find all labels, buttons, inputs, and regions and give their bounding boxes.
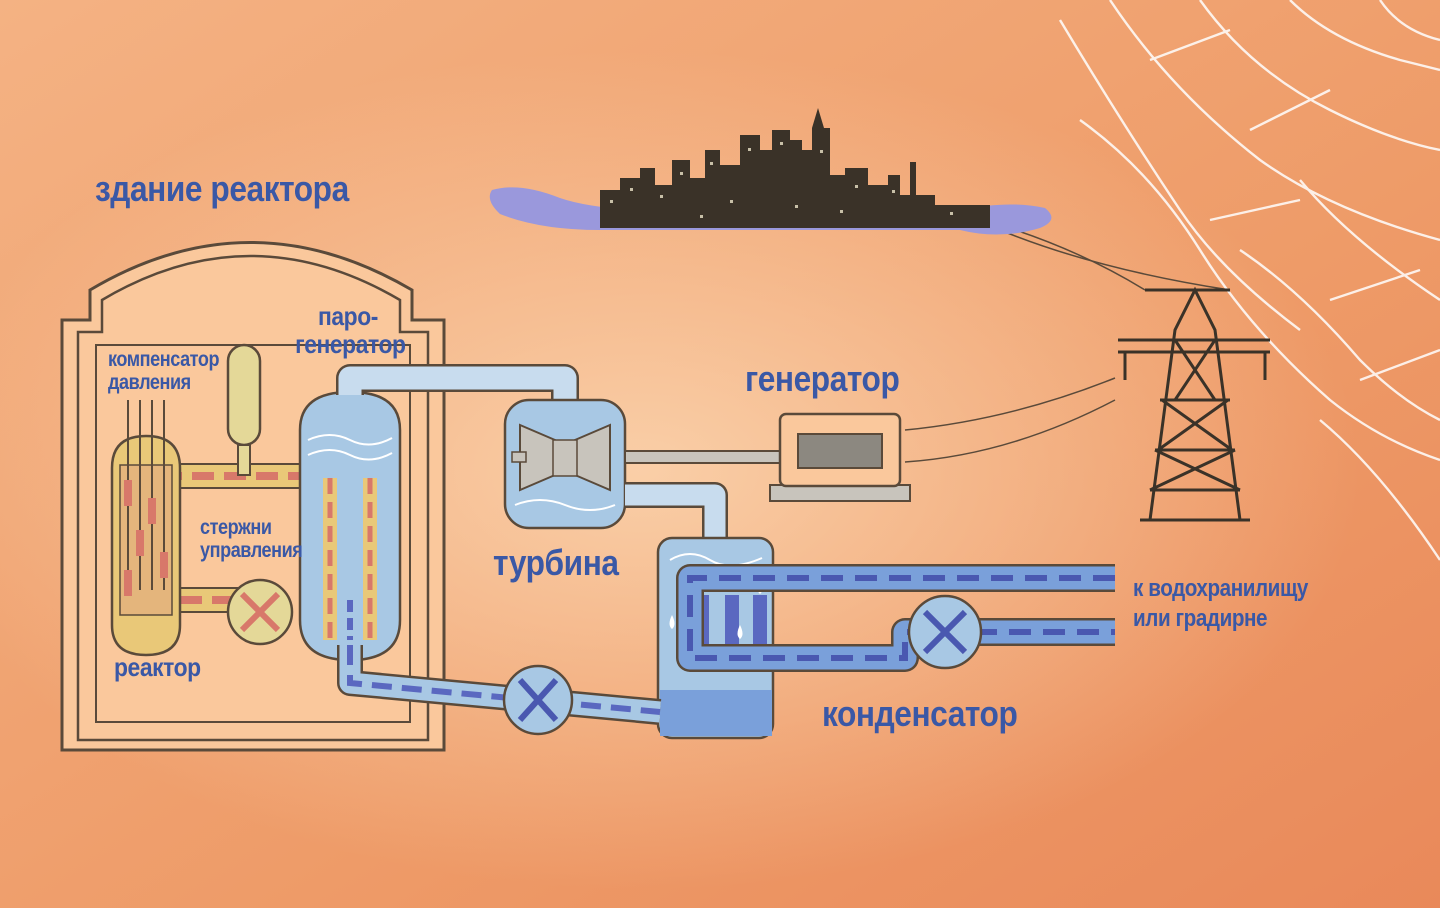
control-rods-label: стержни управления <box>200 516 303 562</box>
crackle-texture <box>1058 0 1440 561</box>
pump-icon <box>226 578 294 646</box>
turbine-icon <box>503 398 627 530</box>
steam-generator <box>298 390 402 662</box>
pressurizer-label: компенсатор давления <box>108 348 220 394</box>
exhaust-pipe <box>625 482 728 545</box>
pump-icon <box>907 594 983 670</box>
generator-label: генератор <box>745 358 900 399</box>
reservoir-label: к водохранилищу или градирне <box>1133 574 1308 634</box>
turbine-label: турбина <box>493 542 619 583</box>
reservoir-label-line2: или градирне <box>1133 605 1268 632</box>
steam-generator-label: паро- генератор <box>295 301 406 358</box>
reactor-label: реактор <box>114 652 201 682</box>
pressurizer-label-line2: давления <box>108 371 191 394</box>
reactor-building-label: здание реактора <box>95 168 349 209</box>
transmission-tower-icon <box>1118 286 1270 522</box>
pressurizer <box>226 343 262 476</box>
steam-generator-label-line2: генератор <box>295 329 406 359</box>
pressurizer-label-line1: компенсатор <box>108 348 220 371</box>
steam-generator-label-line1: паро- <box>318 301 378 331</box>
generator-icon <box>769 412 911 502</box>
control-rods-label-line1: стержни <box>200 516 272 539</box>
condenser-label: конденсатор <box>822 693 1018 734</box>
reservoir-label-line1: к водохранилищу <box>1133 575 1308 602</box>
reactor-vessel <box>110 400 182 657</box>
pump-icon <box>502 664 574 736</box>
city-skyline-icon <box>489 108 1052 235</box>
steam-pipe <box>336 364 579 408</box>
control-rods-label-line2: управления <box>200 539 303 562</box>
